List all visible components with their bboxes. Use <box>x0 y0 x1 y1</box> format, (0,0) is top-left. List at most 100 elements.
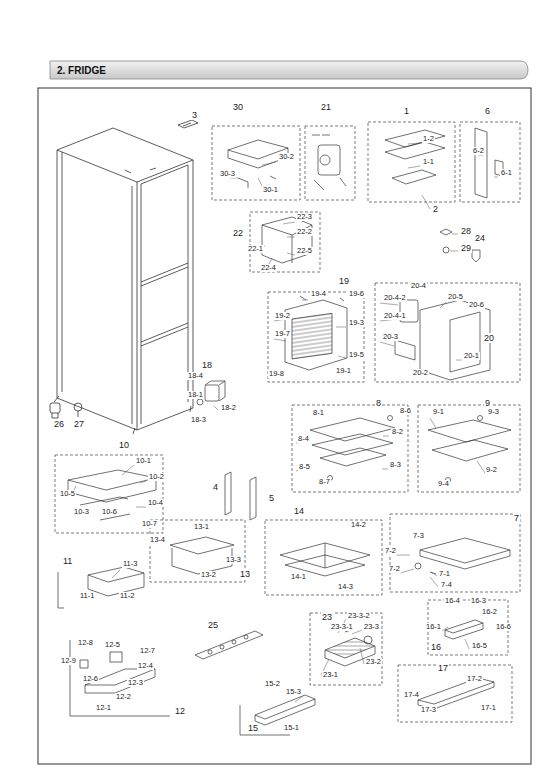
callout-number: 22-3 <box>296 213 313 221</box>
callout-number: 28 <box>460 226 472 236</box>
callout-number: 20-2 <box>412 369 429 377</box>
callout-number: 18-4 <box>187 372 204 380</box>
callout-number: 10-6 <box>101 508 118 516</box>
callout-number: 6 <box>484 106 491 116</box>
callout-number: 12-5 <box>104 641 121 649</box>
callout-number: 8-6 <box>399 407 412 415</box>
callout-number: 8-4 <box>297 435 310 443</box>
callout-number: 22-1 <box>247 245 264 253</box>
callout-number: 13-4 <box>149 536 166 544</box>
callout-number: 25 <box>207 620 219 630</box>
callout-number: 12-7 <box>139 647 156 655</box>
callout-number: 17-4 <box>403 691 420 699</box>
callout-number: 12-4 <box>137 662 154 670</box>
callout-number: 20-4-2 <box>383 294 407 302</box>
callout-number: 7-2 <box>388 565 401 573</box>
callout-number: 20-1 <box>463 352 480 360</box>
callout-number: 30-3 <box>219 170 236 178</box>
callout-number: 18-3 <box>190 416 207 424</box>
callout-number: 10 <box>118 440 130 450</box>
callout-number: 14-1 <box>290 573 307 581</box>
callout-number: 8-1 <box>312 409 325 417</box>
callout-number: 22 <box>232 228 244 238</box>
callout-number: 17 <box>437 663 449 673</box>
callout-number: 19-4 <box>310 290 327 298</box>
callout-number: 7 <box>513 513 520 523</box>
callout-number: 20-5 <box>447 293 464 301</box>
callout-number: 13-3 <box>225 556 242 564</box>
callout-number: 19-7 <box>274 330 291 338</box>
callout-number: 13-2 <box>200 571 217 579</box>
callout-number: 23 <box>321 612 333 622</box>
callout-number: 21 <box>320 102 332 112</box>
callout-number: 7-3 <box>412 532 425 540</box>
callout-number: 9-3 <box>487 408 500 416</box>
callout-number: 12-9 <box>60 657 77 665</box>
callout-number: 9-1 <box>432 408 445 416</box>
callout-number: 15-1 <box>283 724 300 732</box>
callout-number: 19 <box>338 276 350 286</box>
callout-number: 23-2 <box>365 658 382 666</box>
callout-number: 17-2 <box>466 675 483 683</box>
callout-number: 20-6 <box>468 301 485 309</box>
callout-number: 1-2 <box>422 135 435 143</box>
callout-number: 1 <box>403 106 410 116</box>
callout-number: 23-3 <box>363 623 380 631</box>
callout-number: 9-4 <box>437 480 450 488</box>
callout-number: 16-6 <box>495 623 512 631</box>
callout-number: 11-3 <box>122 560 138 568</box>
callout-number: 16-1 <box>425 623 442 631</box>
callout-number: 8-2 <box>391 428 404 436</box>
callout-number: 17-1 <box>480 704 497 712</box>
callout-number: 12-6 <box>82 675 99 683</box>
callout-number: 20-4 <box>410 282 427 290</box>
callout-number: 30-2 <box>278 153 295 161</box>
callout-number: 20-4-1 <box>383 312 407 320</box>
callout-number: 19-5 <box>348 351 365 359</box>
callout-number: 10-3 <box>73 508 90 516</box>
callout-number: 10-5 <box>59 490 76 498</box>
callout-number: 30 <box>232 102 244 112</box>
callout-number: 6-2 <box>472 147 485 155</box>
callout-number: 16 <box>430 642 442 652</box>
callout-number: 24 <box>474 233 486 243</box>
callout-number: 18 <box>201 360 213 370</box>
callout-number: 15-3 <box>285 688 302 696</box>
callout-number: 29 <box>460 243 472 253</box>
callout-number: 6-1 <box>500 169 513 177</box>
callout-number: 19-6 <box>348 290 365 298</box>
callout-number: 10-7 <box>141 520 158 528</box>
callout-number: 18-1 <box>187 391 204 399</box>
callout-number: 12-2 <box>115 693 132 701</box>
callout-number: 12-8 <box>77 639 94 647</box>
callout-number: 9 <box>484 398 491 408</box>
callout-number: 7-4 <box>440 581 453 589</box>
callout-number: 16-3 <box>470 597 487 605</box>
callout-number: 23-1 <box>322 671 339 679</box>
callout-number: 14-3 <box>337 583 354 591</box>
callout-number: 13 <box>239 569 251 579</box>
callout-number: 13-1 <box>193 523 210 531</box>
callout-number: 7-2 <box>384 547 397 555</box>
callout-number: 20 <box>483 333 495 343</box>
callout-number: 23-3-1 <box>330 623 354 631</box>
callout-number: 18-2 <box>220 404 237 412</box>
callout-number: 16-4 <box>444 597 461 605</box>
callout-number: 12-1 <box>95 704 112 712</box>
callout-number: 22-4 <box>260 264 277 272</box>
callout-number: 11-1 <box>79 592 95 600</box>
callout-number: 19-8 <box>268 370 285 378</box>
callout-number: 12-3 <box>127 679 144 687</box>
callout-number: 8-3 <box>389 461 402 469</box>
callout-number: 10-2 <box>148 473 165 481</box>
callout-number: 17-3 <box>420 706 437 714</box>
callout-number: 14 <box>293 506 305 516</box>
callout-number: 9-2 <box>485 466 498 474</box>
callout-number: 1-1 <box>422 158 435 166</box>
callout-number: 8-5 <box>298 463 311 471</box>
callout-number: 7-1 <box>438 570 451 578</box>
callout-number: 16-5 <box>471 642 488 650</box>
callout-number: 10-1 <box>135 457 152 465</box>
